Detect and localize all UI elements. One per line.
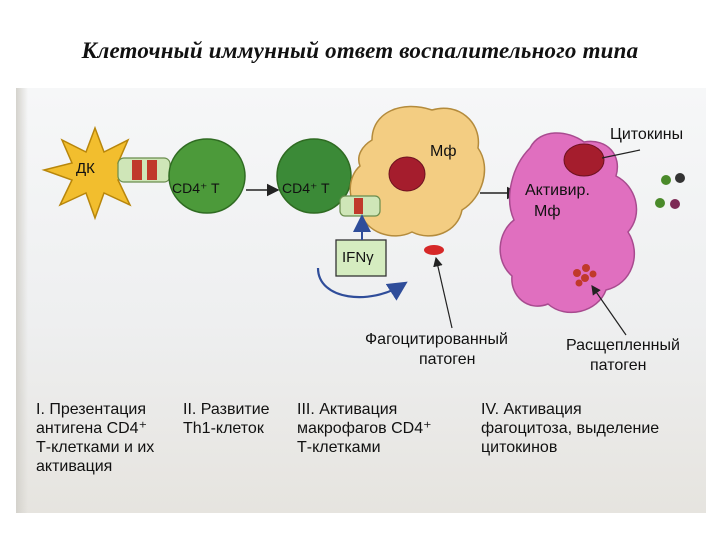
- cd4-t-2-label: CD4⁺ T: [282, 180, 330, 196]
- phagocytosed-label-2: патоген: [419, 351, 476, 368]
- stage-2-line-2: Th1-клеток: [183, 420, 264, 437]
- stage-3: III. Активация макрофагов CD4⁺ Т-клеткам…: [297, 400, 457, 457]
- stage-1-line-3: Т-клетками и их: [36, 439, 155, 456]
- page-title: Клеточный иммунный ответ воспалительного…: [81, 38, 639, 63]
- stage-1-line-4: активация: [36, 458, 113, 475]
- phagocytosed-label-1: Фагоцитированный: [365, 331, 508, 348]
- stage-2-line-1: II. Развитие: [183, 401, 270, 418]
- stage-4-line-3: цитокинов: [481, 439, 558, 456]
- receptor-complex-1: [117, 157, 171, 183]
- cd4-t-cell-1: [168, 138, 246, 214]
- stage-3-line-1: III. Активация: [297, 401, 398, 418]
- cd4-t-cell-2: [276, 138, 352, 214]
- receptor-complex-2: [339, 195, 381, 217]
- ifn-feedback-arrow: [316, 267, 408, 301]
- cytokines-pointer: [601, 149, 641, 159]
- macrophage-nucleus: [388, 156, 426, 192]
- phagocytosed-pathogen: [424, 245, 444, 255]
- split-label-1: Расщепленный: [566, 337, 680, 354]
- stage-2: II. Развитие Th1-клеток: [183, 400, 293, 438]
- activated-label-1: Активир.: [525, 182, 590, 199]
- macrophage-label: Мф: [430, 143, 457, 160]
- activated-nucleus: [563, 143, 605, 177]
- split-label-2: патоген: [590, 357, 647, 374]
- stage-4-line-2: фагоцитоза, выделение: [481, 420, 660, 437]
- cytokines-label: Цитокины: [610, 126, 684, 143]
- dendritic-cell: [41, 125, 149, 221]
- stage-4-line-1: IV. Активация: [481, 401, 582, 418]
- stage-3-line-2: макрофагов CD4⁺: [297, 420, 432, 437]
- phagocytosed-pointer: [433, 256, 453, 329]
- ifn-box: [335, 239, 387, 277]
- split-pathogen: [573, 264, 597, 287]
- dk-label: ДК: [76, 160, 95, 177]
- stage-3-line-3: Т-клетками: [297, 439, 381, 456]
- activated-label-2: Мф: [534, 203, 561, 220]
- cytokine-dots: [655, 173, 685, 209]
- stage-1-line-2: антигена CD4⁺: [36, 420, 148, 437]
- stage-4: IV. Активация фагоцитоза, выделение цито…: [481, 400, 681, 457]
- stage-1-line-1: I. Презентация: [36, 401, 146, 418]
- stage-1: I. Презентация антигена CD4⁺ Т-клетками …: [36, 400, 186, 476]
- split-pointer: [591, 285, 627, 336]
- cd4-t-1-label: CD4⁺ T: [172, 180, 220, 196]
- activated-macrophage: [499, 132, 638, 314]
- ifn-label: IFNγ: [342, 249, 374, 266]
